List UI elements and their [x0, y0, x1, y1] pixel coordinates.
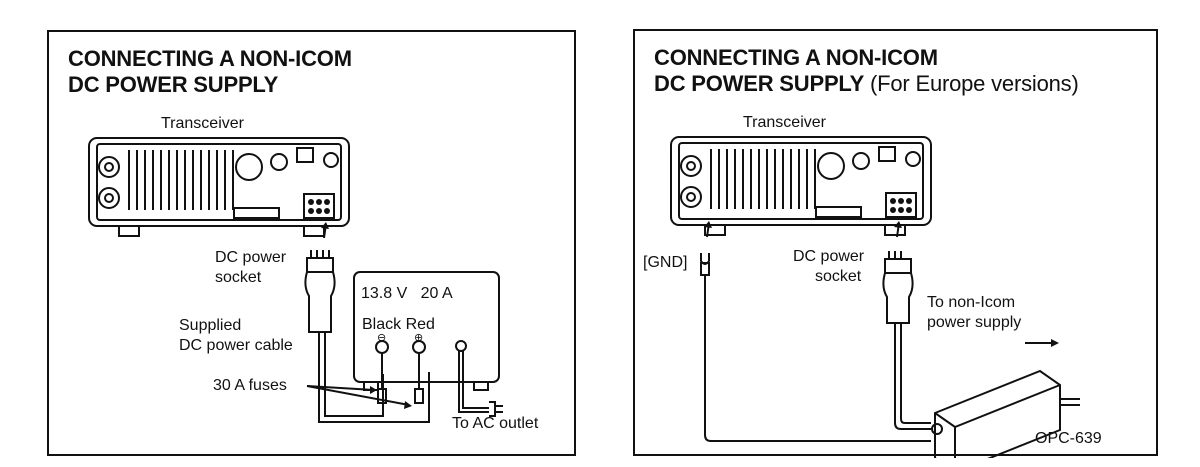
direction-arrow — [1025, 339, 1059, 347]
label-dc-power-socket: DC power — [793, 248, 865, 265]
wiring-diagram — [88, 137, 503, 423]
panel-title: CONNECTING A NON-ICOM DC POWER SUPPLY — [68, 46, 352, 98]
gnd-lead — [700, 221, 931, 442]
transceiver-rear-panel — [88, 137, 350, 237]
panel-title: CONNECTING A NON-ICOM DC POWER SUPPLY (F… — [654, 45, 1079, 97]
positive-terminal-icon: ⊕ — [414, 332, 424, 344]
label-gnd: [GND] — [643, 254, 688, 271]
label-dc-power-socket-line2: socket — [815, 268, 862, 285]
label-ac-outlet: To AC outlet — [452, 415, 539, 432]
label-supplied-cable-line2: DC power cable — [179, 337, 293, 354]
label-psu-terminals: Black Red — [362, 316, 435, 333]
title-line-1: CONNECTING A NON-ICOM — [654, 45, 938, 70]
negative-terminal-icon: ⊖ — [377, 332, 387, 344]
label-transceiver: Transceiver — [161, 115, 244, 132]
label-supplied-cable: Supplied — [179, 317, 242, 334]
label-fuses: 30 A fuses — [213, 377, 287, 394]
dc-power-cable — [882, 221, 931, 430]
label-to-non-icom-psu: To non-Icom — [927, 294, 1016, 311]
wiring-diagram — [670, 136, 1080, 458]
label-transceiver: Transceiver — [743, 114, 826, 131]
title-line-2: DC POWER SUPPLY — [68, 72, 279, 97]
dc-power-cable — [304, 222, 430, 423]
label-dc-power-socket-line2: socket — [215, 269, 262, 286]
title-line-2: DC POWER SUPPLY — [654, 71, 865, 96]
fuse-arrows — [306, 385, 412, 409]
title-suffix: (For Europe versions) — [864, 71, 1079, 96]
title-line-1: CONNECTING A NON-ICOM — [68, 46, 352, 71]
label-model-opc-639: OPC-639 — [1035, 430, 1102, 447]
panel-non-icom-dc-supply-europe: CONNECTING A NON-ICOM DC POWER SUPPLY (F… — [633, 29, 1158, 458]
transceiver-rear-panel — [670, 136, 932, 236]
label-to-non-icom-psu-line2: power supply — [927, 314, 1022, 331]
panel-non-icom-dc-supply: CONNECTING A NON-ICOM DC POWER SUPPLY — [47, 30, 576, 456]
label-dc-power-socket: DC power — [215, 249, 287, 266]
opc-639-filter-box — [931, 369, 1080, 458]
label-psu-rating: 13.8 V 20 A — [361, 285, 453, 302]
